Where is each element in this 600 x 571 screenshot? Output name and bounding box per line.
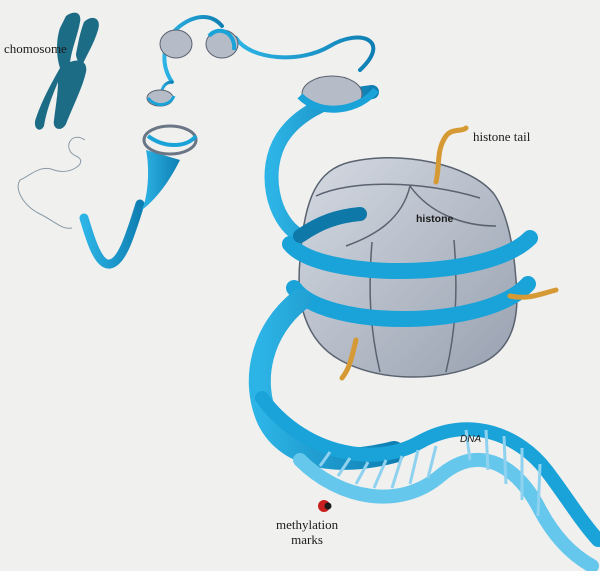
histone-label: histone [416,213,454,225]
solenoid [142,124,198,210]
chromatin-fibre [17,136,86,229]
methyl-mark-icon [318,500,332,512]
dna-helix-icon [255,391,600,571]
methylation-marks-label: methylation marks [276,517,338,547]
methylation-label-line1: methylation [276,517,339,532]
chromosome-label: chomosome [4,41,67,56]
dna-label: DNA [460,434,482,445]
methylation-label-line2: marks [291,532,323,547]
histone-tail-label: histone tail [473,129,531,144]
nucleosome-icon [282,156,538,378]
histone-tails [339,125,559,381]
small-nucleosomes [146,28,379,113]
chromosome-icon [34,12,99,130]
